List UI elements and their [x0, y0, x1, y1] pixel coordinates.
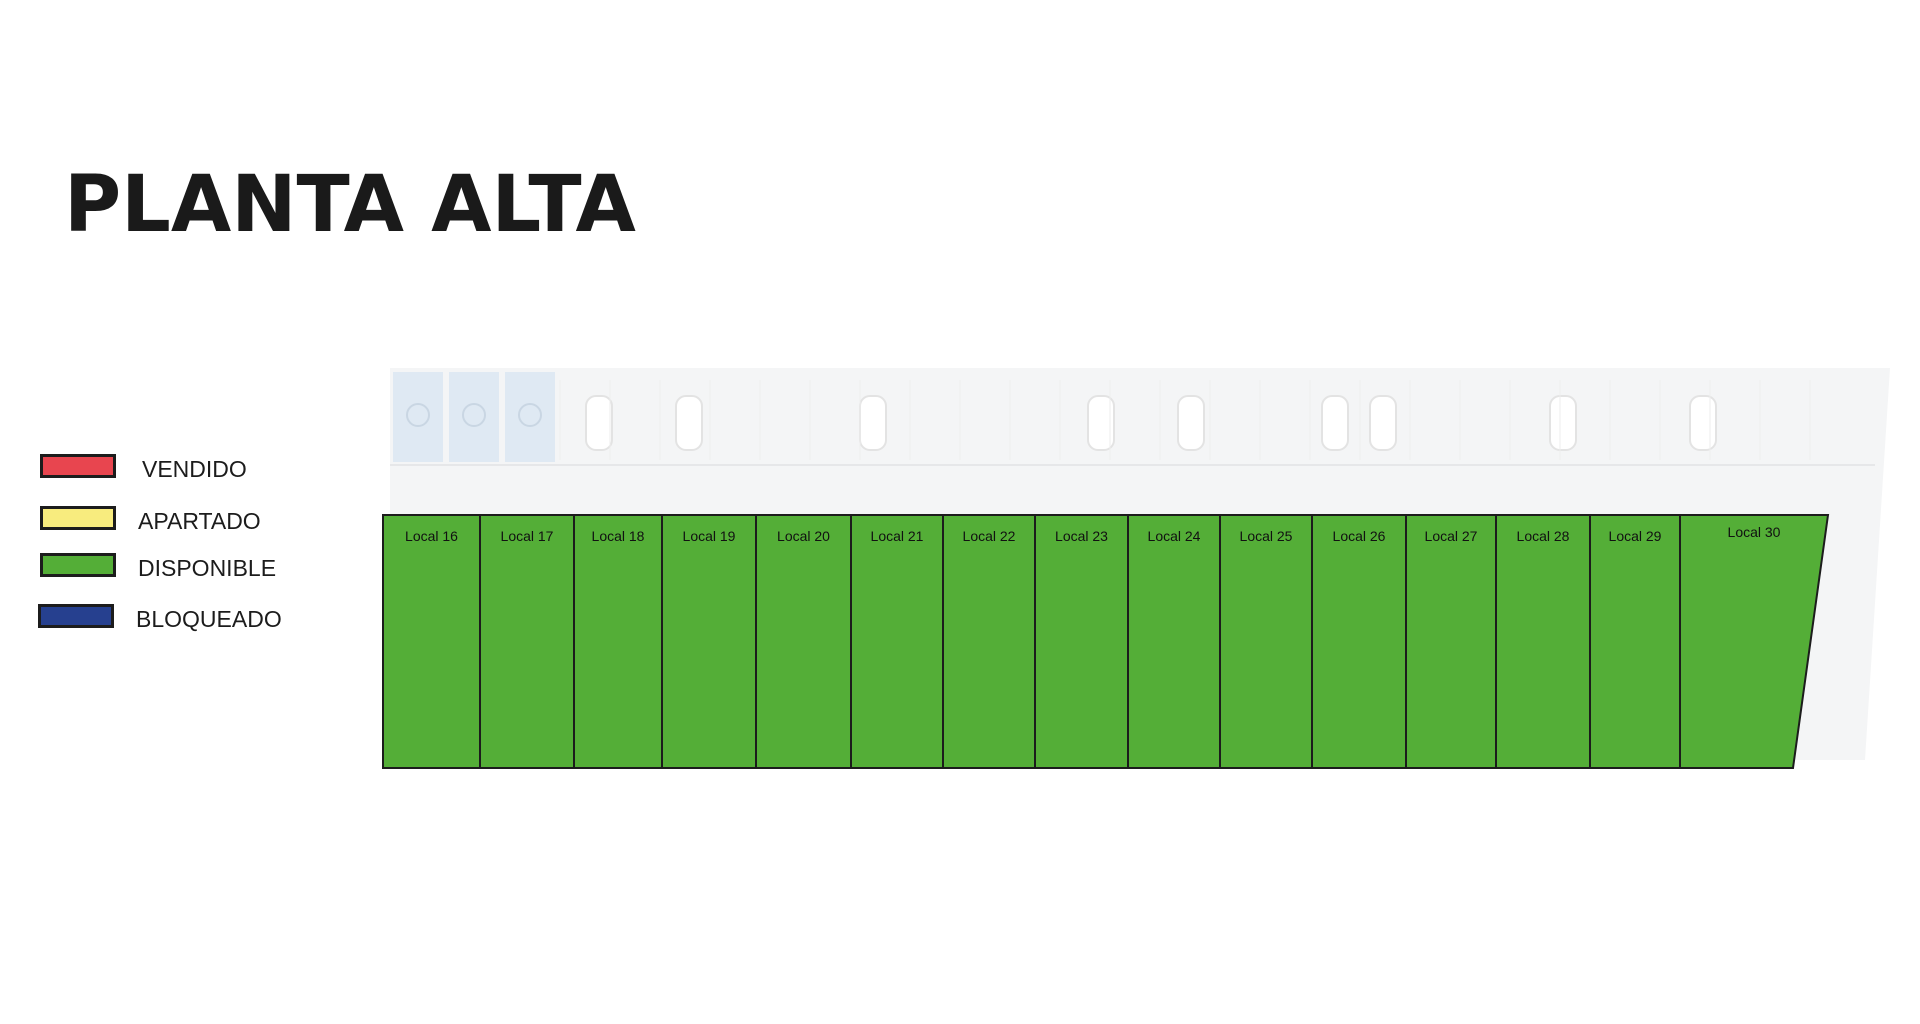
car-icon: [1177, 395, 1205, 451]
local-shape[interactable]: [1495, 514, 1591, 769]
local-shape[interactable]: [573, 514, 663, 769]
legend-item-apartado: APARTADO: [38, 504, 338, 534]
local-cell[interactable]: Local 20: [755, 514, 852, 769]
legend-swatch-bloqueado: [38, 604, 114, 628]
local-shape[interactable]: [1127, 514, 1221, 769]
local-label: Local 22: [963, 528, 1016, 544]
local-label: Local 17: [501, 528, 554, 544]
car-icon: [675, 395, 703, 451]
local-cell[interactable]: Local 24: [1127, 514, 1221, 769]
car-icon: [1549, 395, 1577, 451]
local-cell[interactable]: Local 25: [1219, 514, 1313, 769]
car-icon: [1689, 395, 1717, 451]
wheelchair-icon: [393, 372, 443, 462]
wheelchair-wheel: [406, 403, 430, 427]
local-shape[interactable]: [661, 514, 757, 769]
local-cell[interactable]: Local 27: [1405, 514, 1497, 769]
local-shape[interactable]: [479, 514, 575, 769]
local-shape[interactable]: [1311, 514, 1407, 769]
car-icon: [585, 395, 613, 451]
local-cell[interactable]: Local 18: [573, 514, 663, 769]
car-icon: [1321, 395, 1349, 451]
wheelchair-wheel: [518, 403, 542, 427]
local-label: Local 19: [683, 528, 736, 544]
local-shape[interactable]: [1219, 514, 1313, 769]
local-cell[interactable]: Local 23: [1034, 514, 1129, 769]
legend-label-vendido: VENDIDO: [142, 456, 247, 482]
local-label: Local 20: [777, 528, 830, 544]
legend-swatch-vendido: [40, 454, 116, 478]
legend: VENDIDO APARTADO DISPONIBLE BLOQUEADO: [38, 452, 338, 642]
local-shape[interactable]: [1034, 514, 1129, 769]
page-title: PLANTA ALTA: [64, 160, 636, 250]
local-shape[interactable]: [942, 514, 1036, 769]
local-shape[interactable]: [850, 514, 944, 769]
local-cell[interactable]: Local 19: [661, 514, 757, 769]
local-label: Local 30: [1728, 524, 1781, 540]
legend-label-bloqueado: BLOQUEADO: [136, 606, 282, 632]
local-label: Local 26: [1333, 528, 1386, 544]
local-label: Local 16: [405, 528, 458, 544]
legend-item-bloqueado: BLOQUEADO: [38, 602, 338, 632]
wheelchair-icon: [505, 372, 555, 462]
floor-plan: Local 16 Local 17 Local 18 Local 19 Local 20…: [360, 360, 1900, 780]
local-cell[interactable]: Local 26: [1311, 514, 1407, 769]
legend-swatch-apartado: [40, 506, 116, 530]
local-cell[interactable]: Local 30: [1679, 514, 1830, 769]
local-label: Local 21: [871, 528, 924, 544]
legend-label-apartado: APARTADO: [138, 508, 261, 534]
wheelchair-icon: [449, 372, 499, 462]
legend-label-disponible: DISPONIBLE: [138, 555, 277, 581]
wheelchair-wheel: [462, 403, 486, 427]
locals-layer: Local 16 Local 17 Local 18 Local 19 Local 20…: [382, 514, 1830, 769]
local-cell[interactable]: Local 21: [850, 514, 944, 769]
local-cell[interactable]: Local 28: [1495, 514, 1591, 769]
local-label: Local 27: [1425, 528, 1478, 544]
local-label: Local 24: [1148, 528, 1201, 544]
local-label: Local 25: [1240, 528, 1293, 544]
legend-item-vendido: VENDIDO: [38, 452, 338, 482]
local-shape[interactable]: [1679, 514, 1830, 769]
local-cell[interactable]: Local 17: [479, 514, 575, 769]
local-shape[interactable]: [1589, 514, 1681, 769]
local-shape[interactable]: [1405, 514, 1497, 769]
legend-swatch-disponible: [40, 553, 116, 577]
floor-plan-map: Local 16 Local 17 Local 18 Local 19 Local 20…: [382, 368, 1890, 769]
local-shape[interactable]: [755, 514, 852, 769]
car-icon: [1369, 395, 1397, 451]
legend-item-disponible: DISPONIBLE: [38, 551, 338, 581]
local-label: Local 23: [1055, 528, 1108, 544]
local-shape[interactable]: [382, 514, 481, 769]
local-cell[interactable]: Local 22: [942, 514, 1036, 769]
local-label: Local 29: [1609, 528, 1662, 544]
car-icon: [859, 395, 887, 451]
local-label: Local 28: [1517, 528, 1570, 544]
local-label: Local 18: [592, 528, 645, 544]
local-cell[interactable]: Local 29: [1589, 514, 1681, 769]
local-cell[interactable]: Local 16: [382, 514, 481, 769]
car-icon: [1087, 395, 1115, 451]
